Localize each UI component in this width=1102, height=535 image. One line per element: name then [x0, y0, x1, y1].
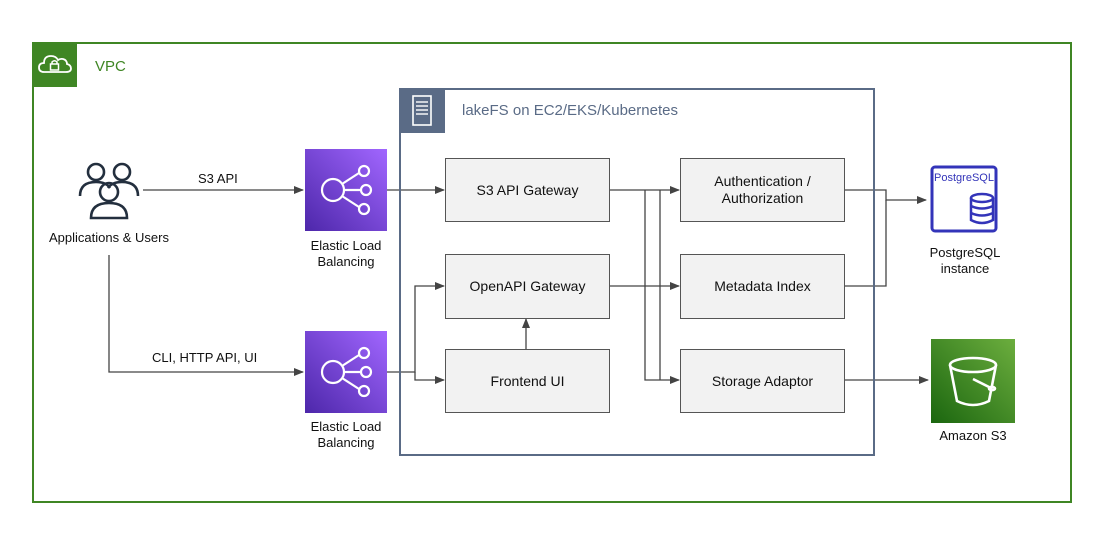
edge-elb2-to-openapi: [387, 282, 445, 373]
edge-s3-gateway-to-storage: [644, 286, 680, 384]
edge-elb2-to-frontend: [414, 372, 445, 384]
vpc-group: [32, 42, 1072, 503]
amazon-s3-label: Amazon S3: [939, 428, 1007, 443]
lakefs-label: lakeFS on EC2/EKS/Kubernetes: [462, 102, 678, 119]
storage-adaptor-box: Storage Adaptor: [680, 349, 845, 413]
elastic-load-balancing-icon: [305, 331, 387, 413]
elb-label-1: Elastic Load Balancing: [310, 238, 382, 269]
users-label: Applications & Users: [49, 230, 169, 245]
metadata-index-box: Metadata Index: [680, 254, 845, 319]
auth-box: Authentication / Authorization: [680, 158, 845, 222]
edge-label-s3-api: S3 API: [198, 171, 238, 186]
postgresql-database-icon: PostgreSQL: [930, 165, 998, 233]
s3-api-gateway-box: S3 API Gateway: [445, 158, 610, 222]
users-icon: [76, 158, 142, 222]
s3-bucket-icon: [931, 339, 1015, 423]
openapi-gateway-box: OpenAPI Gateway: [445, 254, 610, 319]
postgresql-icon-text: PostgreSQL: [934, 172, 994, 184]
edge-label-cli-http-ui: CLI, HTTP API, UI: [152, 350, 258, 365]
cloud-lock-icon: [32, 42, 77, 87]
vpc-label: VPC: [95, 58, 126, 75]
frontend-ui-box: Frontend UI: [445, 349, 610, 413]
elastic-load-balancing-icon: [305, 149, 387, 231]
edge-auth-to-postgres: [845, 189, 927, 204]
server-icon: [399, 88, 445, 133]
edge-metadata-to-postgres: [845, 200, 887, 287]
postgresql-label: PostgreSQL instance: [929, 245, 1001, 276]
edge-users-to-elb2: [108, 255, 304, 376]
lakefs-group: [399, 88, 875, 456]
elb-label-2: Elastic Load Balancing: [310, 419, 382, 450]
